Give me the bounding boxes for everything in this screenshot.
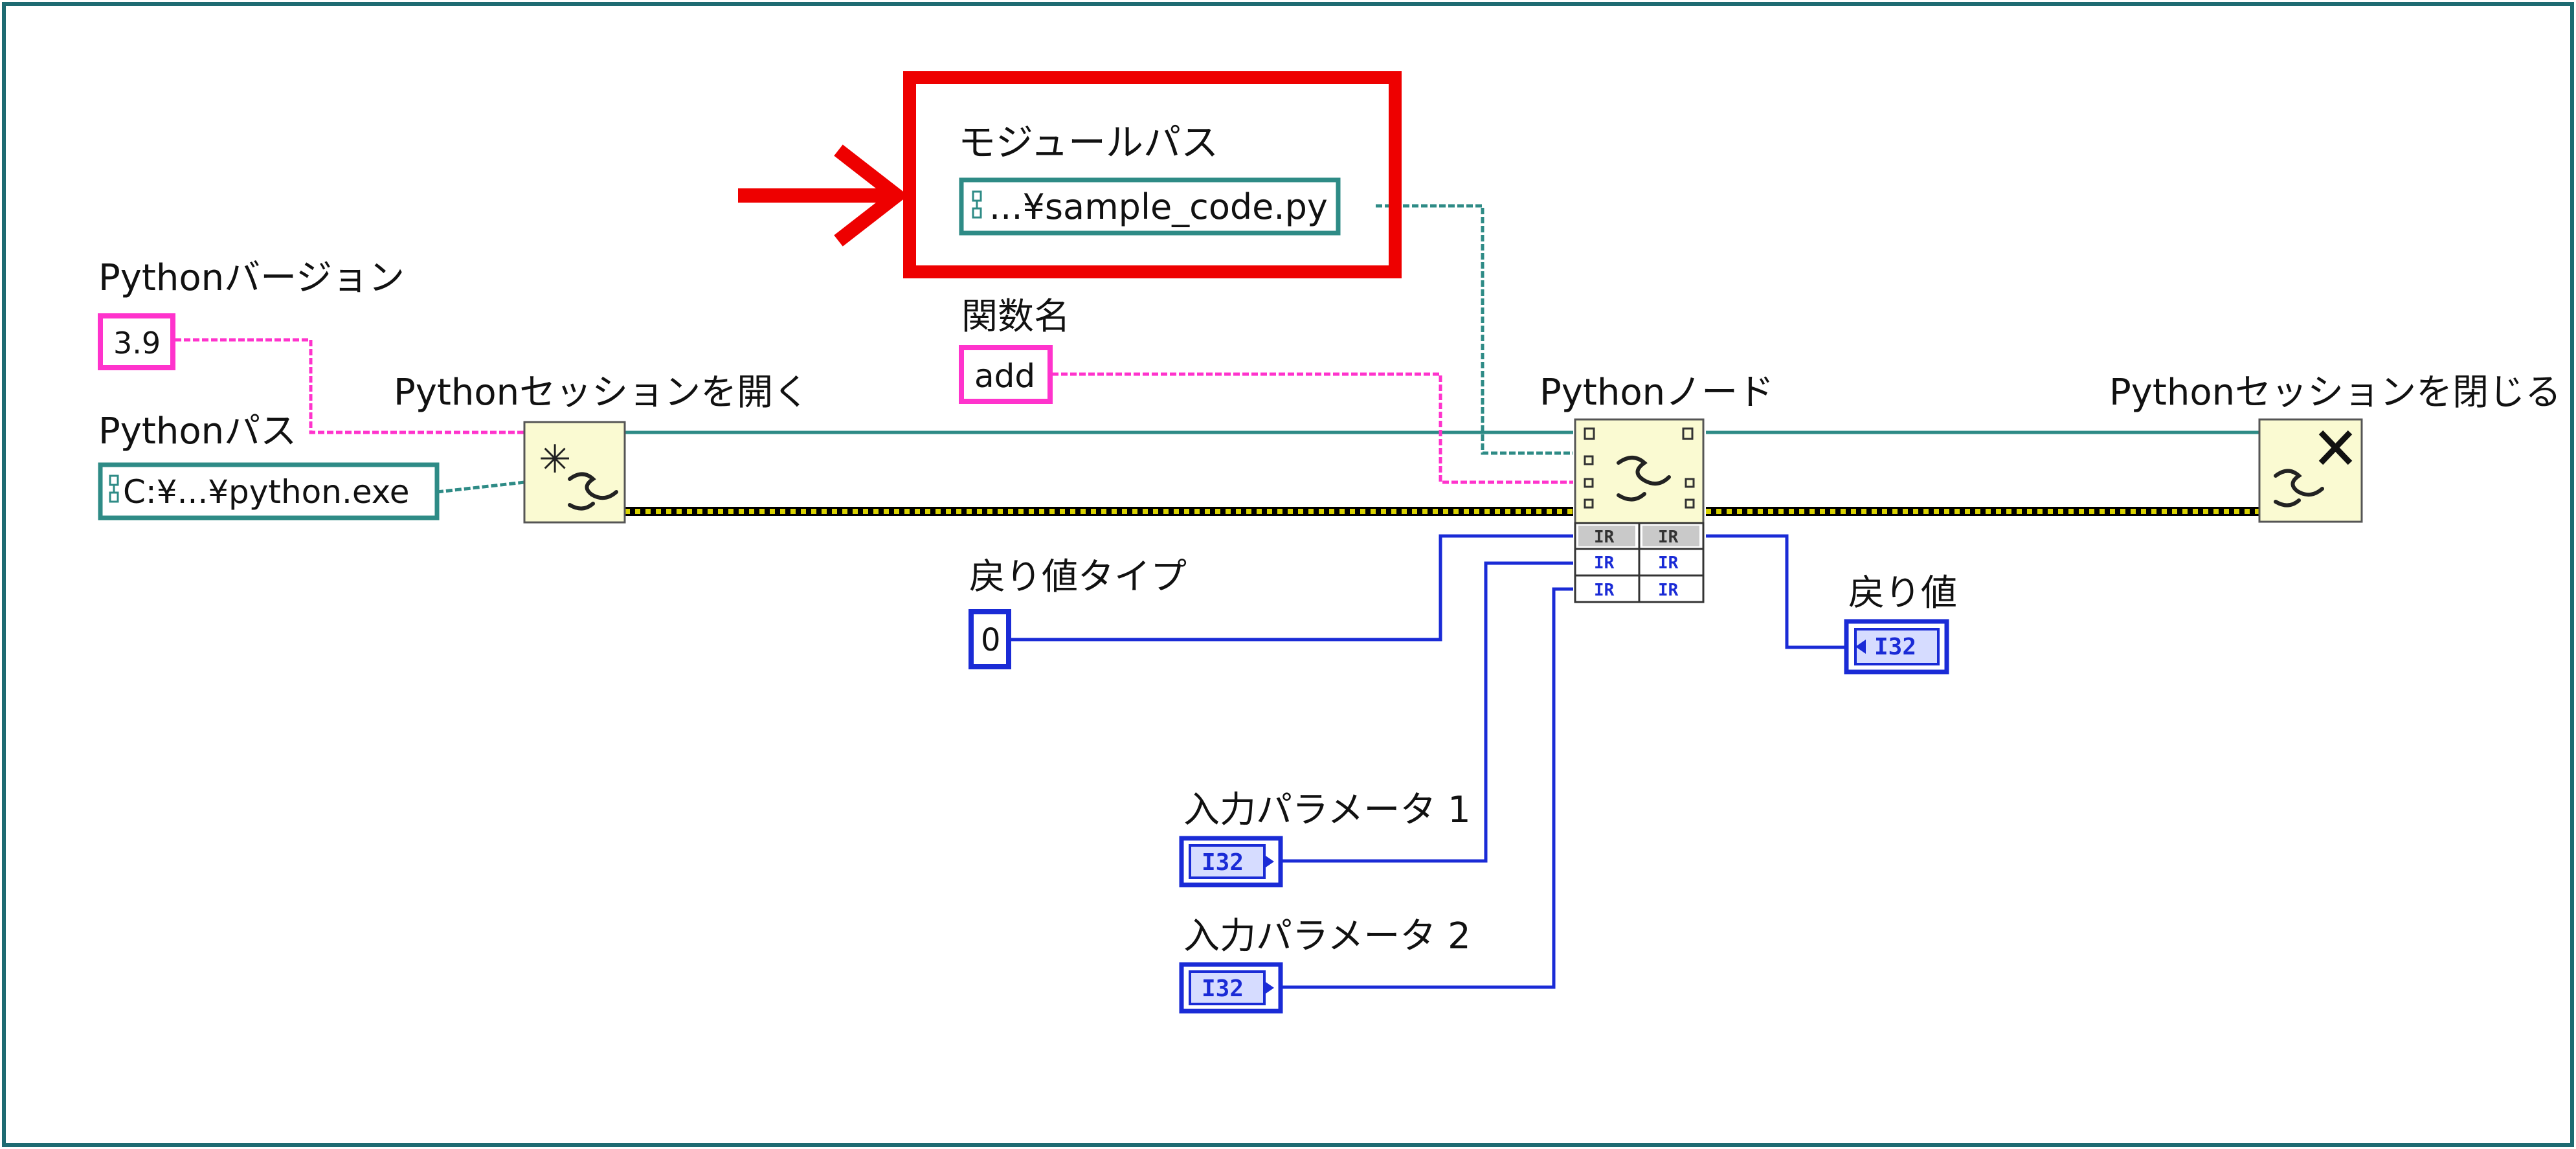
python-path-value: C:¥...¥python.exe — [123, 473, 410, 511]
path-icon — [972, 190, 982, 219]
return-value-type: I32 — [1874, 634, 1916, 660]
input-param-2-wire — [1281, 587, 1573, 989]
input-param-2-label: 入力パラメータ 2 — [1183, 915, 1471, 957]
input-param-2-type: I32 — [1202, 976, 1244, 1002]
python-node-terminals[interactable]: IR IR IR IR IR IR — [1574, 522, 1705, 603]
python-node-label: Pythonノード — [1540, 372, 1774, 414]
terminal-tag: IR — [1594, 553, 1615, 573]
module-path-wire — [1376, 204, 1573, 455]
python-path-wire — [436, 480, 525, 494]
return-type-label: 戻り値タイプ — [969, 556, 1187, 598]
python-path-label: Pythonパス — [98, 410, 297, 452]
function-name-wire — [1052, 372, 1573, 484]
python-node-icon[interactable] — [1574, 418, 1705, 524]
input-param-2-control[interactable]: I32 — [1179, 962, 1283, 1014]
open-session-label: Pythonセッションを開く — [394, 372, 809, 414]
return-value-wire — [1706, 534, 1846, 649]
input-param-1-type: I32 — [1202, 849, 1244, 876]
function-name-constant[interactable] — [959, 345, 1053, 404]
terminal-tag: IR — [1594, 581, 1615, 600]
module-path-label: モジュールパス — [958, 120, 1218, 164]
module-path-value: ...¥sample_code.py — [989, 186, 1328, 227]
python-version-constant[interactable] — [98, 313, 175, 370]
return-value-indicator[interactable]: I32 — [1844, 619, 1949, 675]
python-path-constant[interactable] — [98, 462, 440, 520]
input-param-1-wire — [1281, 561, 1573, 863]
return-value-label: 戻り値 — [1848, 572, 1957, 614]
terminal-tag: IR — [1658, 528, 1679, 547]
input-param-1-control[interactable]: I32 — [1179, 836, 1283, 887]
return-type-constant[interactable] — [969, 609, 1011, 669]
python-version-label: Pythonバージョン — [98, 257, 405, 299]
python-close-session-icon[interactable] — [2258, 418, 2363, 523]
return-type-wire — [1010, 534, 1573, 641]
function-name-label: 関数名 — [961, 296, 1070, 338]
terminal-tag: IR — [1658, 553, 1679, 573]
module-path-constant[interactable] — [959, 177, 1341, 236]
return-type-value: 0 — [981, 622, 1001, 658]
input-param-1-label: 入力パラメータ 1 — [1183, 789, 1471, 831]
python-open-session-icon[interactable]: ✳ — [523, 421, 626, 524]
function-name-value: add — [974, 357, 1035, 395]
highlight-box — [903, 71, 1402, 278]
close-session-label: Pythonセッションを閉じる — [2109, 372, 2561, 414]
svg-text:✳: ✳ — [539, 437, 571, 482]
path-icon — [109, 474, 119, 503]
red-arrow-icon — [738, 144, 908, 247]
python-version-value: 3.9 — [113, 326, 161, 361]
terminal-tag: IR — [1594, 528, 1615, 547]
python-version-wire — [175, 338, 524, 434]
terminal-tag: IR — [1658, 581, 1679, 600]
